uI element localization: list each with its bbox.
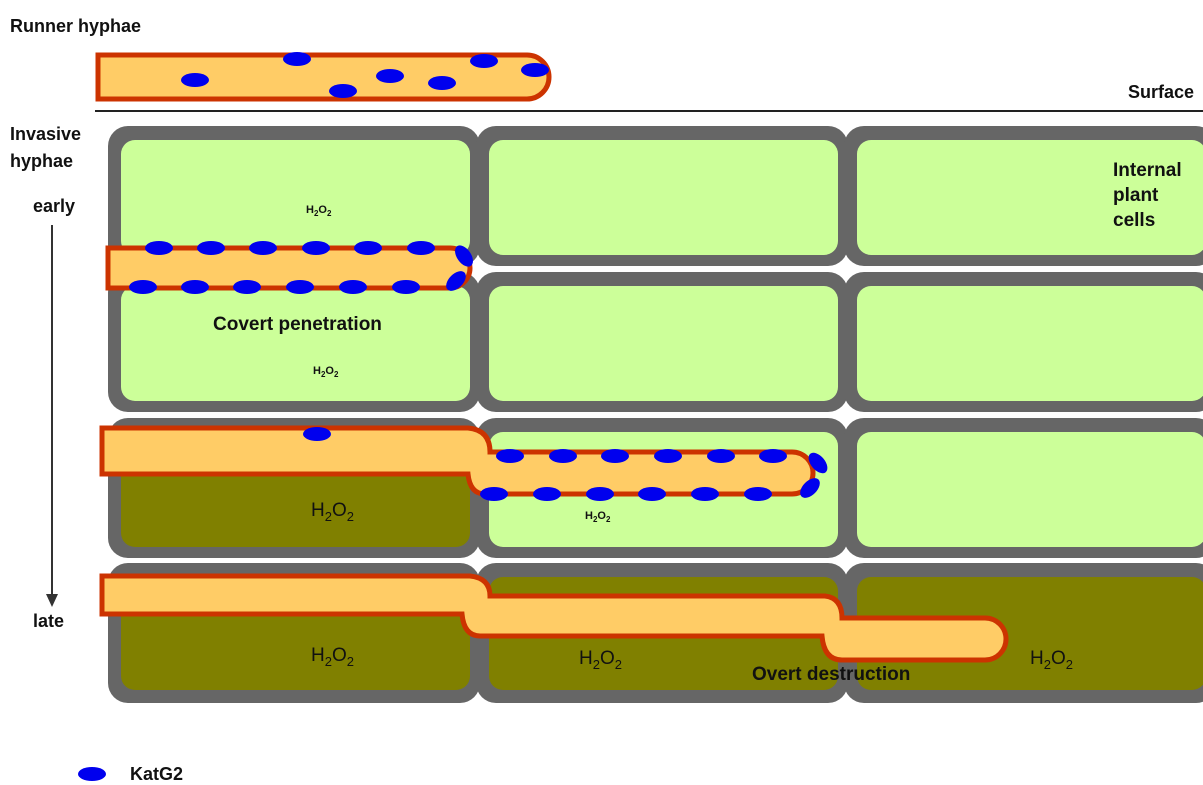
- katg2-dot: [521, 63, 549, 77]
- invasive-label-line2: hyphae: [10, 151, 73, 171]
- time-arrow-head: [46, 594, 58, 607]
- internal-cells-label-line2: plant: [1113, 185, 1159, 206]
- cell-row-2: [108, 272, 1203, 412]
- internal-cells-label-line3: cells: [1113, 210, 1155, 231]
- katg2-dot: [480, 487, 508, 501]
- katg2-dot: [392, 280, 420, 294]
- plant-cell: [489, 286, 838, 401]
- katg2-dot: [145, 241, 173, 255]
- katg2-dot: [496, 449, 524, 463]
- katg2-dot: [428, 76, 456, 90]
- katg2-dot: [470, 54, 498, 68]
- katg2-dot: [407, 241, 435, 255]
- katg2-dot: [329, 84, 357, 98]
- plant-cell: [121, 140, 470, 255]
- legend-katg2-marker: [78, 767, 106, 781]
- katg2-dot: [744, 487, 772, 501]
- katg2-dot: [601, 449, 629, 463]
- legend-katg2-label: KatG2: [130, 764, 183, 784]
- runner-hyphae-label: Runner hyphae: [10, 16, 141, 36]
- katg2-dot: [654, 449, 682, 463]
- early-label: early: [33, 196, 75, 216]
- katg2-dot: [197, 241, 225, 255]
- katg2-dot: [533, 487, 561, 501]
- plant-cell: [857, 286, 1203, 401]
- katg2-dot: [586, 487, 614, 501]
- late-label: late: [33, 611, 64, 631]
- katg2-dot: [759, 449, 787, 463]
- katg2-dot: [233, 280, 261, 294]
- katg2-dot: [354, 241, 382, 255]
- katg2-dot: [286, 280, 314, 294]
- katg2-dot: [302, 241, 330, 255]
- surface-label: Surface: [1128, 82, 1194, 102]
- plant-cell: [857, 432, 1203, 547]
- katg2-dot: [691, 487, 719, 501]
- covert-penetration-label: Covert penetration: [213, 314, 382, 335]
- katg2-dot: [303, 427, 331, 441]
- katg2-dot: [283, 52, 311, 66]
- katg2-dot: [707, 449, 735, 463]
- overt-destruction-label: Overt destruction: [752, 664, 910, 685]
- internal-cells-label-line1: Internal: [1113, 160, 1182, 181]
- katg2-dot: [181, 73, 209, 87]
- plant-cell: [121, 286, 470, 401]
- katg2-dot: [339, 280, 367, 294]
- katg2-dot: [549, 449, 577, 463]
- plant-cell: [489, 140, 838, 255]
- katg2-dot: [129, 280, 157, 294]
- invasive-label-line1: Invasive: [10, 124, 81, 144]
- katg2-dot: [249, 241, 277, 255]
- katg2-dot: [376, 69, 404, 83]
- katg2-dot: [638, 487, 666, 501]
- katg2-dot: [181, 280, 209, 294]
